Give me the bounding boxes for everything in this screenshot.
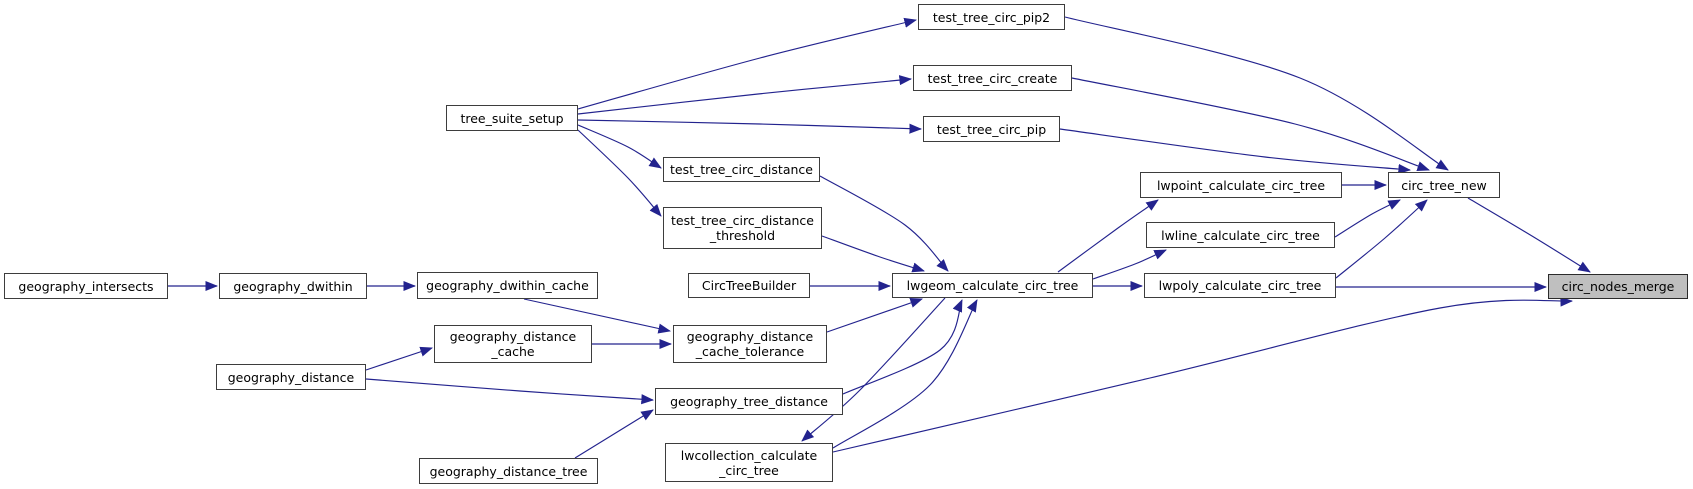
graph-node-test_tree_circ_create[interactable]: test_tree_circ_create [913, 65, 1072, 91]
edge-lwgeom_calculate_circ_tree-to-lwpoint_calculate_circ_tree [1057, 199, 1159, 273]
graph-node-geography_distance_cache[interactable]: geography_distance _cache [434, 325, 592, 363]
graph-node-circ_nodes_merge[interactable]: circ_nodes_merge [1548, 274, 1688, 299]
edge-lwgeom_calculate_circ_tree-to-lwline_calculate_circ_tree [1092, 249, 1167, 280]
edge-tree_suite_setup-to-test_tree_circ_pip2 [577, 17, 917, 110]
graph-node-geography_distance[interactable]: geography_distance [216, 364, 366, 390]
edge-test_tree_circ_distance-to-lwgeom_calculate_circ_tree [819, 175, 949, 272]
graph-node-CircTreeBuilder[interactable]: CircTreeBuilder [688, 273, 810, 298]
graph-node-lwgeom_calculate_circ_tree[interactable]: lwgeom_calculate_circ_tree [892, 273, 1093, 298]
edge-group [168, 16, 1591, 459]
graph-node-geography_tree_distance[interactable]: geography_tree_distance [655, 388, 843, 415]
edge-test_tree_circ_pip-to-circ_tree_new [1059, 128, 1412, 175]
edge-geography_tree_distance-to-lwgeom_calculate_circ_tree [842, 299, 963, 395]
edge-lwline_calculate_circ_tree-to-circ_tree_new [1334, 199, 1401, 238]
graph-node-geography_distance_tree[interactable]: geography_distance_tree [419, 458, 598, 484]
graph-node-circ_tree_new[interactable]: circ_tree_new [1388, 172, 1500, 198]
edge-geography_distance_tree-to-geography_tree_distance [574, 409, 654, 459]
edge-lwpoly_calculate_circ_tree-to-circ_tree_new [1335, 199, 1428, 279]
graph-node-test_tree_circ_distance[interactable]: test_tree_circ_distance [663, 157, 820, 182]
graph-node-geography_dwithin_cache[interactable]: geography_dwithin_cache [417, 272, 598, 299]
edge-test_tree_circ_create-to-circ_tree_new [1071, 77, 1430, 172]
edge-geography_distance_cache_tolerance-to-lwgeom_calculate_circ_tree [826, 298, 923, 333]
graph-node-lwpoly_calculate_circ_tree[interactable]: lwpoly_calculate_circ_tree [1144, 273, 1336, 298]
edge-geography_distance-to-geography_distance_cache [365, 346, 433, 371]
graph-node-test_tree_circ_pip2[interactable]: test_tree_circ_pip2 [918, 4, 1065, 30]
graph-node-test_tree_circ_distance_threshold[interactable]: test_tree_circ_distance _threshold [663, 207, 822, 249]
edge-lwcollection_calculate_circ_tree-to-lwgeom_calculate_circ_tree [832, 299, 978, 449]
graph-node-test_tree_circ_pip[interactable]: test_tree_circ_pip [923, 116, 1060, 142]
graph-node-geography_intersects[interactable]: geography_intersects [4, 273, 168, 299]
edge-lwcollection_calculate_circ_tree-to-circ_nodes_merge [832, 296, 1574, 453]
edge-lwgeom_calculate_circ_tree-to-lwcollection_calculate_circ_tree [801, 297, 946, 442]
edge-geography_dwithin_cache-to-geography_distance_cache_tolerance [523, 298, 671, 334]
graph-node-geography_distance_cache_tolerance[interactable]: geography_distance _cache_tolerance [673, 325, 827, 363]
edge-tree_suite_setup-to-test_tree_circ_pip [577, 119, 923, 134]
edge-test_tree_circ_pip2-to-circ_tree_new [1064, 16, 1449, 171]
edge-geography_distance-to-geography_tree_distance [365, 378, 655, 405]
edge-tree_suite_setup-to-test_tree_circ_distance_threshold [577, 129, 662, 217]
graph-node-lwpoint_calculate_circ_tree[interactable]: lwpoint_calculate_circ_tree [1140, 172, 1342, 198]
graph-node-tree_suite_setup[interactable]: tree_suite_setup [446, 105, 578, 131]
graph-node-lwline_calculate_circ_tree[interactable]: lwline_calculate_circ_tree [1146, 222, 1335, 248]
graph-node-lwcollection_calculate_circ_tree[interactable]: lwcollection_calculate _circ_tree [665, 443, 833, 482]
edge-tree_suite_setup-to-test_tree_circ_create [577, 75, 913, 115]
edge-tree_suite_setup-to-test_tree_circ_distance [577, 124, 662, 169]
edge-circ_tree_new-to-circ_nodes_merge [1467, 197, 1591, 273]
edge-test_tree_circ_distance_threshold-to-lwgeom_calculate_circ_tree [821, 235, 925, 273]
graph-node-geography_dwithin[interactable]: geography_dwithin [219, 273, 367, 299]
